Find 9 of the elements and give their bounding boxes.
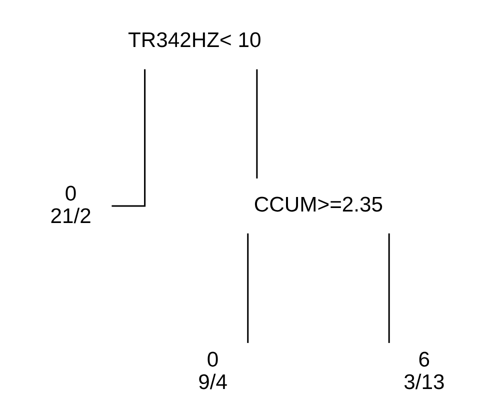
- connector: [256, 69, 258, 178]
- node-text: 6 3/13: [403, 348, 444, 394]
- node-text: 0 21/2: [50, 182, 91, 228]
- node-text: 0 9/4: [198, 348, 227, 394]
- connector: [111, 69, 146, 207]
- node-text: CCUM>=2.35: [253, 194, 383, 217]
- connector: [388, 233, 390, 343]
- node-text: TR342HZ< 10: [128, 28, 261, 52]
- connector: [246, 233, 248, 343]
